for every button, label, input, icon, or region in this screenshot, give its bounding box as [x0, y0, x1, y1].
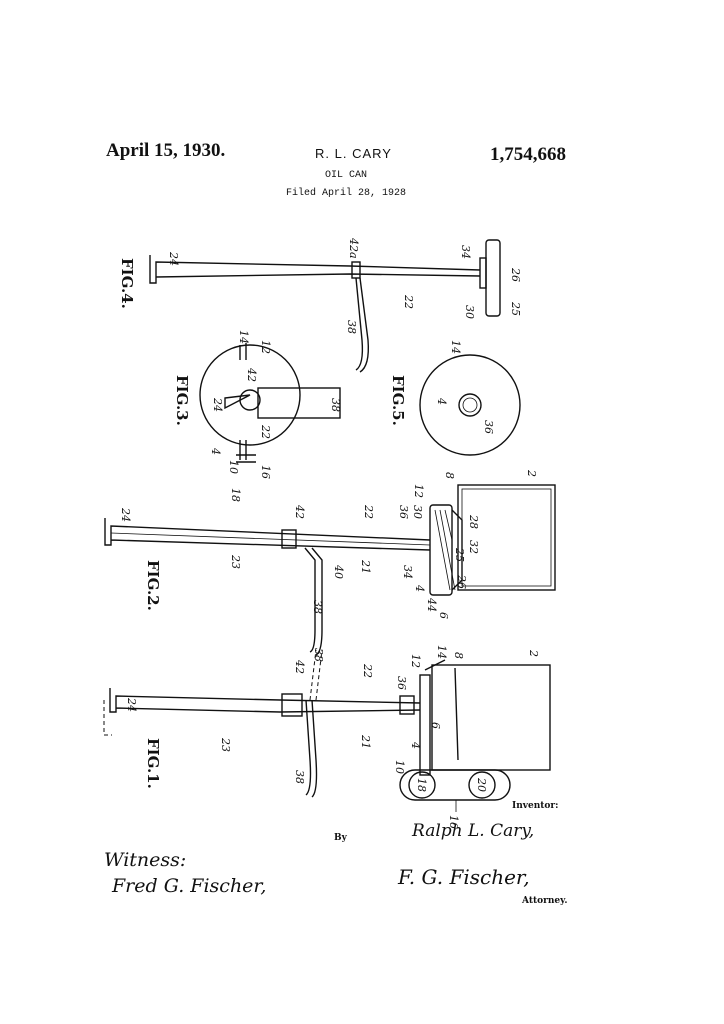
reference-numeral: 23 [229, 554, 242, 569]
reference-numeral: 22 [402, 294, 415, 309]
by-label: By [334, 833, 348, 843]
reference-numeral: 36 [397, 505, 410, 519]
figure-5: FIG.5. 14 4 36 [389, 340, 521, 456]
reference-numeral: 24 [125, 697, 138, 712]
reference-numeral: 12 [259, 340, 272, 354]
figure-3: FIG.3. 14 12 42 24 22 38 4 10 16 18 [173, 330, 342, 502]
reference-numeral: 38 [312, 648, 325, 662]
reference-numeral: 2 [527, 649, 540, 657]
reference-numeral: 26 [509, 267, 522, 282]
witness-caption: Witness: [104, 849, 186, 871]
figure-4-label: FIG.4. [118, 258, 136, 309]
figure-1-label: FIG.1. [144, 738, 162, 789]
inventor-signature: Ralph L. Cary, [411, 821, 534, 841]
figure-2: FIG.2. 24 42 22 36 12 8 2 30 28 23 21 40… [104, 469, 556, 656]
reference-numeral: 24 [119, 507, 132, 522]
reference-numeral: 44 [425, 597, 438, 612]
threaded-collar-36 [399, 695, 415, 715]
reference-numeral: 21 [359, 559, 372, 574]
reference-numeral: 21 [359, 734, 372, 749]
inventor-caption: Inventor: [512, 801, 558, 811]
reference-numeral: 25 [453, 547, 466, 562]
reference-numeral: 14 [449, 340, 462, 354]
reference-numeral: 34 [401, 565, 414, 579]
reference-numeral: 20 [475, 777, 488, 792]
patent-number: 1,754,668 [490, 144, 566, 165]
reference-numeral: 42 [293, 504, 306, 519]
reference-numeral: 23 [219, 737, 232, 752]
filing-date: Filed April 28, 1928 [286, 188, 407, 199]
reference-numeral: 22 [362, 504, 375, 519]
reference-numeral: 4 [413, 584, 426, 592]
reference-numeral: 36 [482, 420, 495, 434]
reference-numeral: 4 [435, 397, 448, 405]
reference-numeral: 14 [435, 645, 448, 659]
patent-date: April 15, 1930. [106, 140, 226, 161]
figure-3-label: FIG.3. [173, 375, 191, 426]
attorney-signature: F. G. Fischer, [397, 865, 530, 889]
witness-signature: Fred G. Fischer, [111, 875, 266, 897]
reference-numeral: 36 [395, 676, 408, 690]
reference-numeral: 42 [293, 659, 306, 674]
reference-numeral: 2 [525, 469, 538, 477]
inventor-name: R. L. CARY [315, 146, 392, 161]
reference-numeral: 16 [447, 815, 460, 829]
reference-numeral: 14 [237, 330, 250, 344]
reference-numeral: 6 [429, 722, 442, 729]
figure-4: FIG.4. 24 42a 34 26 38 22 30 25 [118, 237, 522, 373]
reference-numeral: 40 [332, 564, 345, 579]
reference-numeral: 12 [409, 654, 422, 668]
reference-numeral: 42 [245, 367, 258, 382]
reference-numeral: 38 [329, 398, 342, 412]
reference-numeral: 8 [443, 472, 456, 479]
reference-numeral: 38 [345, 320, 358, 334]
signature-block: Inventor: Ralph L. Cary, By Witness: Fre… [104, 801, 567, 906]
reference-numeral: 38 [311, 600, 324, 614]
figure-1: FIG.1. 24 42 38 22 36 12 14 8 2 23 21 6 … [103, 645, 551, 829]
reference-numeral: 8 [452, 652, 465, 659]
reference-numeral: 22 [361, 663, 374, 678]
reference-numeral: 38 [293, 770, 306, 784]
collar-42a [351, 261, 361, 279]
patent-title: OIL CAN [325, 170, 368, 181]
reference-numeral: 28 [467, 514, 480, 529]
reference-numeral: 30 [411, 505, 424, 519]
reference-numeral: 34 [459, 245, 472, 259]
reference-numeral: 4 [409, 741, 422, 749]
reference-numeral: 12 [412, 484, 425, 498]
reference-numeral: 25 [509, 301, 522, 316]
reference-numeral: 32 [467, 540, 480, 554]
reference-numeral: 24 [167, 251, 180, 266]
reference-numeral: 18 [229, 488, 242, 502]
reference-numeral: 30 [463, 305, 476, 319]
reference-numeral: 18 [415, 778, 428, 792]
reference-numeral: 6 [437, 612, 450, 619]
reference-numeral: 42a [347, 237, 360, 259]
figure-5-label: FIG.5. [389, 375, 407, 426]
attorney-caption: Attorney. [521, 896, 567, 906]
reference-numeral: 22 [259, 424, 272, 439]
figure-2-label: FIG.2. [144, 560, 162, 611]
reference-numeral: 26 [455, 574, 468, 589]
reference-numeral: 16 [259, 465, 272, 479]
reference-numeral: 4 [209, 447, 222, 455]
reference-numeral: 10 [227, 460, 240, 474]
reference-numeral: 10 [393, 760, 406, 774]
reference-numeral: 24 [211, 397, 224, 412]
